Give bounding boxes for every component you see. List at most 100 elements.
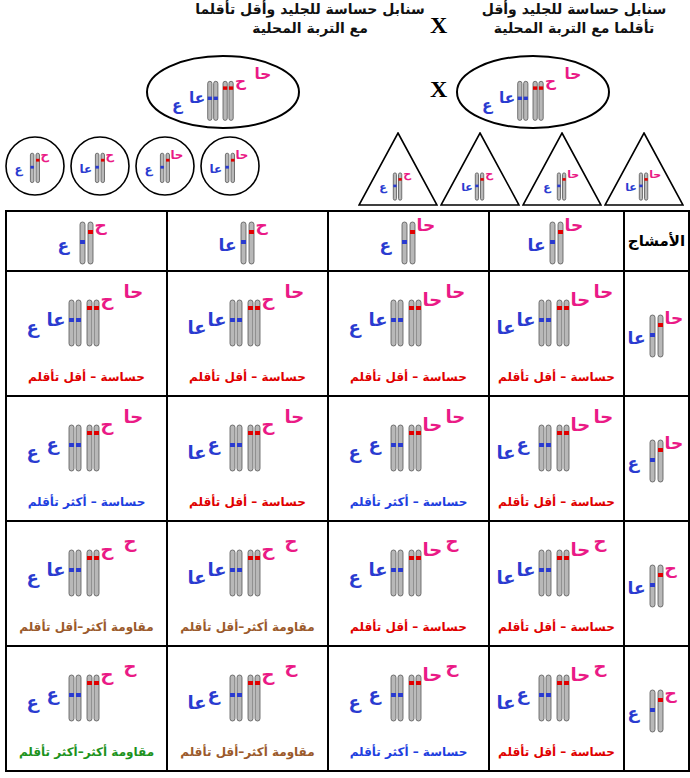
chromosome-bar [546,300,551,346]
allele-band [69,693,74,697]
chromosome-bar [546,550,551,596]
allele-label: عا [189,90,205,108]
chromosome-bar [564,300,569,346]
allele-label: عا [369,310,388,331]
circle-outline [201,137,259,195]
chromosome-bar [546,425,551,471]
genotype-group: عاعاححا [188,282,308,352]
allele-band [650,583,655,587]
allele-band [255,306,260,310]
chromosome-bar [416,550,421,596]
chromosome-bar [398,550,403,596]
allele-label: عا [369,560,388,581]
node-rowhead: عاح [623,520,690,647]
triangle-outline [359,133,437,205]
allele-label: ع [369,435,381,456]
node-cell: ععححمقاومة أكثر–أكثر تأقلم [5,645,168,772]
allele-label: عا [499,90,515,108]
allele-band [87,556,92,560]
allele-band [248,556,253,560]
allele-label: ع [543,182,551,195]
circle-outline [71,137,129,195]
gamete-triangle [440,132,520,206]
chromosome-bar [539,300,544,346]
allele-label: عا [497,443,516,464]
allele-label: ح [446,532,459,553]
chromosome-bar [248,675,253,721]
chromosome-bar [69,550,74,596]
allele-band [208,97,212,100]
allele-band [518,97,522,100]
allele-band [550,240,555,244]
allele-band [416,306,421,310]
allele-label: عا [628,579,646,599]
chromosome-bar [229,81,233,120]
gamete-triangle [604,132,684,206]
allele-label: عا [497,318,516,339]
chromosome-bar [409,675,414,721]
allele-label: حا [446,407,466,428]
genotype-group: عاحا [528,216,586,266]
chromosome-bar [76,675,81,721]
ellipse-outline [147,56,299,128]
gamete-triangle [522,132,602,206]
chromosome-bar [166,153,170,182]
allele-band [539,443,544,447]
allele-label: حا [285,282,305,303]
allele-band [557,681,562,685]
allele-band [398,693,403,697]
allele-label: ح [594,532,607,553]
node-circle: عحا [135,136,195,196]
node-cell: عاعاححاحساسة – أقل تأقلم [166,270,329,397]
allele-label: ح [285,657,298,678]
node-cell: عاعاحاححساسة – أقل تأقلم [488,520,625,647]
allele-band [231,158,235,161]
node-rowhead: عح [623,645,690,772]
chromosome-bar [248,550,253,596]
allele-label: عا [461,182,473,195]
chromosome-bar [87,550,92,596]
chromosome-bar [539,425,544,471]
allele-band [546,443,551,447]
chromosome-bar [231,153,235,182]
gametes-heading: الأمشاج [628,232,685,250]
allele-band [87,681,92,685]
genotype-group: عاح [80,149,121,184]
allele-band [391,568,396,572]
allele-band [237,568,242,572]
phenotype-text: حساسة – أكثر تأقلم [332,745,485,760]
node-cell: عاعححاحساسة – أقل تأقلم [166,395,329,522]
node-triangle: عح [358,132,438,206]
gamete-circle [135,136,195,196]
allele-label: حا [649,169,661,182]
allele-label: ع [27,693,39,714]
allele-band [241,240,246,244]
chromosome-bar [391,675,396,721]
allele-band [230,318,235,322]
node-cell: ععحاحاحساسة – أكثر تأقلم [327,395,490,522]
allele-band [391,318,396,322]
allele-band [230,693,235,697]
node-parent: سنابل حساسة للجليد وأقل تأقلما مع التربة… [455,0,688,130]
allele-label: حا [423,540,443,561]
allele-band [30,165,34,168]
allele-band [94,306,99,310]
genotype-group: ععحاحا [349,407,469,477]
allele-band [557,556,562,560]
node-cell: ععاححمقاومة أكثر–أقل تأقلم [5,520,168,647]
allele-band [658,323,663,327]
chromosome-bar [557,173,560,200]
cross-symbol: X [430,76,447,103]
allele-band [229,86,233,89]
chromosome-bar [87,425,92,471]
allele-band [564,306,569,310]
chromosome-bar [563,173,566,200]
genotype-group: عاعححا [188,407,308,477]
allele-label: عا [47,310,66,331]
allele-band [658,573,663,577]
allele-label: ح [235,73,246,91]
allele-band [557,306,562,310]
allele-band [69,318,74,322]
allele-label: ح [665,684,677,704]
